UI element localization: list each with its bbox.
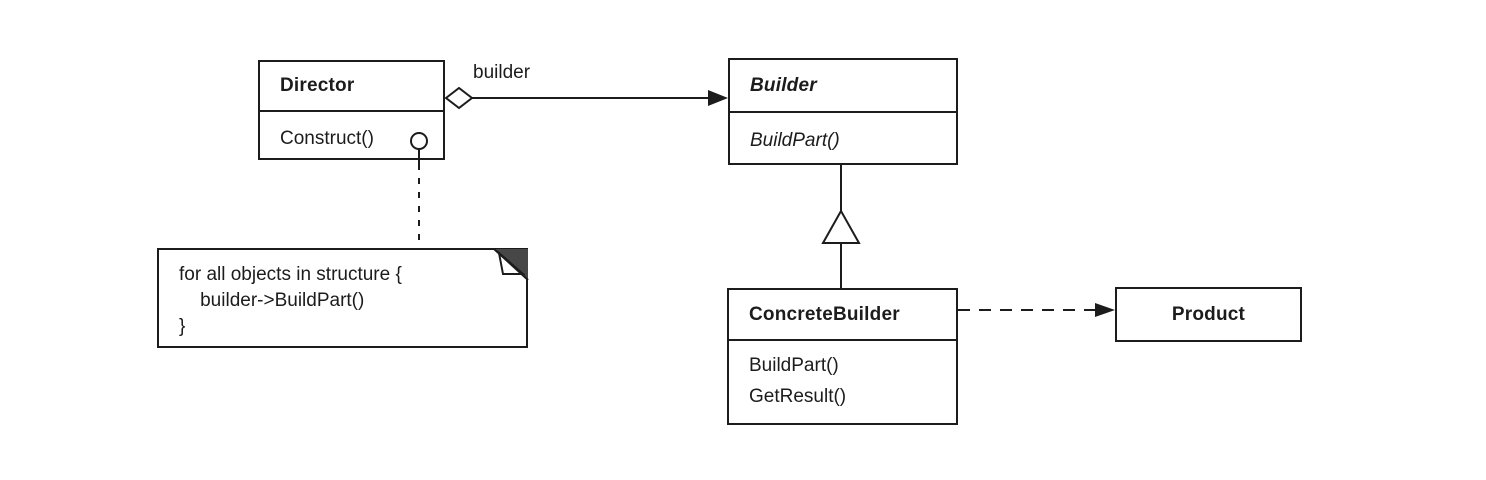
builder-class-name: Builder bbox=[730, 60, 956, 113]
note-line-3: } bbox=[179, 316, 186, 337]
note-line-2: builder->BuildPart() bbox=[179, 290, 365, 311]
note-box: for all objects in structure { builder->… bbox=[157, 248, 528, 348]
builder-methods-compartment: BuildPart() bbox=[730, 113, 956, 156]
class-box-director: Director Construct() bbox=[258, 60, 445, 160]
director-class-name: Director bbox=[260, 62, 443, 112]
dependency-arrowhead bbox=[1095, 303, 1115, 317]
aggregation-role-label: builder bbox=[473, 62, 531, 83]
director-methods-compartment: Construct() bbox=[260, 112, 443, 154]
product-class-name: Product bbox=[1171, 303, 1246, 325]
class-box-product: Product bbox=[1115, 287, 1302, 342]
note-line-1: for all objects in structure { bbox=[179, 264, 402, 285]
concrete-builder-methods-compartment: BuildPart() GetResult() bbox=[729, 341, 956, 412]
concrete-builder-class-name: ConcreteBuilder bbox=[729, 290, 956, 341]
aggregation-diamond bbox=[444, 86, 474, 110]
aggregation-arrowhead bbox=[708, 90, 728, 106]
concrete-builder-method-getresult: GetResult() bbox=[749, 386, 847, 407]
director-method-construct: Construct() bbox=[280, 128, 374, 149]
class-box-concrete-builder: ConcreteBuilder BuildPart() GetResult() bbox=[727, 288, 958, 425]
class-box-builder: Builder BuildPart() bbox=[728, 58, 958, 165]
concrete-builder-method-buildpart: BuildPart() bbox=[749, 355, 839, 376]
builder-method-buildpart: BuildPart() bbox=[750, 130, 840, 151]
inheritance-triangle bbox=[821, 208, 861, 244]
